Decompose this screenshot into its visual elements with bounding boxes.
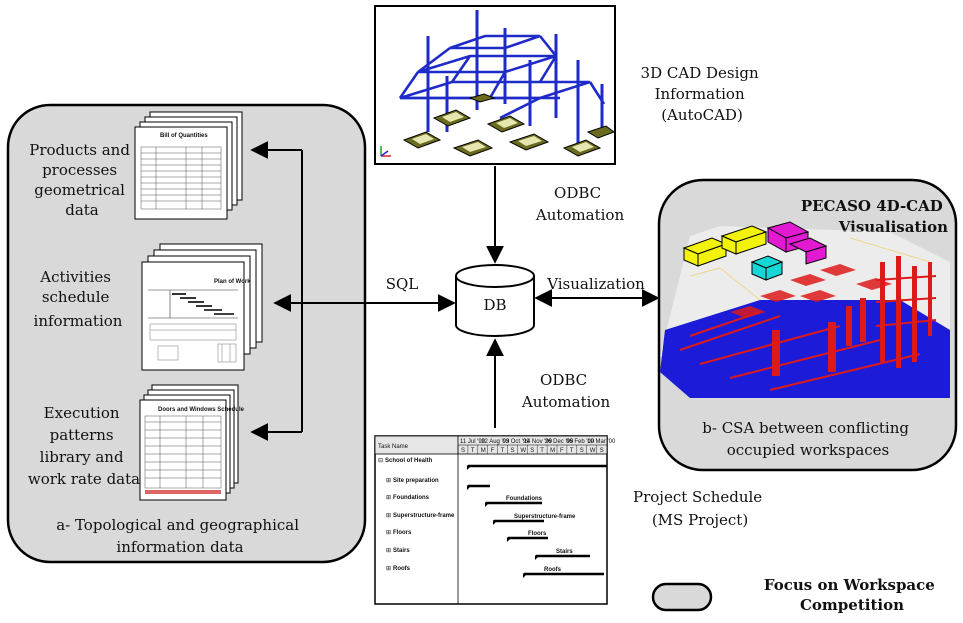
legend-label: Focus on Workspace Competition [764,576,940,614]
schedule-task-name: Stairs [393,548,410,554]
schedule-day-label: S [580,448,584,454]
yellow-blocks [682,225,768,267]
legend-swatch [651,582,713,612]
schedule-header-task: Task Name [378,444,409,450]
schedule-gantt-bars: FoundationsSuperstructure-frameFloorsSta… [467,464,607,578]
doc-title-quantities: Bill of Quantities [160,133,208,139]
doc-gantt-mini [148,289,238,319]
schedule-task-name: Floors [393,530,412,536]
schedule-bar-start [485,502,488,507]
legend: Focus on Workspace Competition [651,576,940,614]
schedule-bar-start [523,573,526,578]
schedule-day-label: M [550,448,555,454]
schedule-day-label: W [520,448,526,454]
schedule-box-glyph: ⊞ [386,548,391,554]
schedule-box-glyph: ⊞ [386,566,391,572]
schedule-box-glyph: ⊟ [378,458,383,464]
doc-gantt-bars [172,293,234,315]
cad-source-label: 3D CAD Design Information (AutoCAD) [641,64,764,124]
schedule-frame [374,435,608,605]
schedule-bar-label: Roofs [544,567,562,573]
schedule-day-label: S [530,448,534,454]
doc-title-plan-of-work: Plan of Work [214,279,251,285]
doc-table-quantities [140,146,222,210]
left-item-2-label: Activities schedule information [34,268,123,330]
schedule-bar-start [467,485,470,490]
schedule-box-glyph: ⊞ [386,513,391,519]
cad-footing-tops [412,112,594,152]
schedule-bar-label: Stairs [556,549,573,555]
top-connector-label: ODBC Automation [535,184,625,224]
workspace-floor [660,300,950,398]
schedule-task-name: Site preparation [393,478,439,484]
left-panel-caption: a- Topological and geographical informat… [56,516,304,556]
schedule-bar-label: Superstructure-frame [514,514,576,520]
schedule-day-label: M [481,448,486,454]
database-label: DB [483,296,506,314]
schedule-day-label: S [511,448,515,454]
schedule-task-rows: ⊟School of Health⊞Site preparation⊞Found… [378,458,455,572]
cad-columns [426,10,604,148]
cyan-blocks [750,255,784,281]
schedule-box-glyph: ⊞ [386,478,391,484]
right-panel: PECASO 4D-CAD Visualisation [657,178,958,472]
document-stack-doors-windows: Doors and Windows Schedule [139,384,245,501]
schedule-date-label: 19 Mar '00 [587,439,616,445]
schedule-task-name: Roofs [393,566,411,572]
schedule-date-label: 03 Oct '99 [502,439,530,445]
magenta-blocks [766,221,828,265]
schedule-date-label: 26 Dec '99 [545,439,574,445]
schedule-day-label: W [590,448,596,454]
visualisation-scene [660,221,950,398]
schedule-bar-start [493,520,496,525]
left-item-1-label: Products and processes geometrical data [29,141,134,219]
schedule-date-label: 22 Aug '99 [481,439,510,445]
schedule-caption: Project Schedule (MS Project) [633,488,767,529]
schedule-day-label: S [600,448,604,454]
bottom-connector-label: ODBC Automation [521,371,611,411]
doc-footer-band [145,490,221,494]
visualization-label: Visualization [546,275,645,293]
schedule-task-name: Superstructure-frame [393,513,455,519]
schedule-date-label: 06 Feb '00 [566,439,595,445]
schedule-day-label: T [501,448,505,454]
schedule-bar-start [535,555,538,560]
sql-label: SQL [386,275,419,293]
schedule-bar-label: Foundations [506,496,543,502]
schedule-date-label: 14 Nov '99 [524,439,553,445]
left-internal-arrows [250,141,303,441]
red-slab-rows [730,264,892,318]
schedule-task-name: School of Health [385,458,433,464]
schedule-box-glyph: ⊞ [386,495,391,501]
right-panel-caption: b- CSA between conflicting occupied work… [702,419,914,459]
document-stack-quantities: Bill of Quantities [134,111,243,220]
schedule-day-label: T [570,448,574,454]
schedule-bar-start [507,537,510,542]
schedule-task-name: Foundations [393,495,430,501]
schedule-box-glyph: ⊞ [386,530,391,536]
left-panel: Products and processes geometrical data … [6,103,367,564]
doc-table-doors-windows [144,415,222,489]
cad-axis-icon [380,146,391,157]
cad-model-view [374,5,616,165]
schedule-bar-start [467,465,470,470]
schedule-day-label: F [491,448,495,454]
schedule-day-label: S [461,448,465,454]
doc-sketches [149,323,237,363]
schedule-date-label: 11 Jul '99 [460,439,486,445]
left-item-3-label: Execution patterns library and work rate… [28,404,140,488]
schedule-day-label: F [560,448,564,454]
schedule-day-label: T [540,448,544,454]
schedule-day-label: T [471,448,475,454]
database-cylinder: DB [455,264,535,337]
schedule-bar-label: Floors [528,531,547,537]
document-stack-plan-of-work: Plan of Work [141,243,263,371]
site-boundary-lines [689,237,931,301]
doc-title-doors-windows: Doors and Windows Schedule [158,407,245,413]
